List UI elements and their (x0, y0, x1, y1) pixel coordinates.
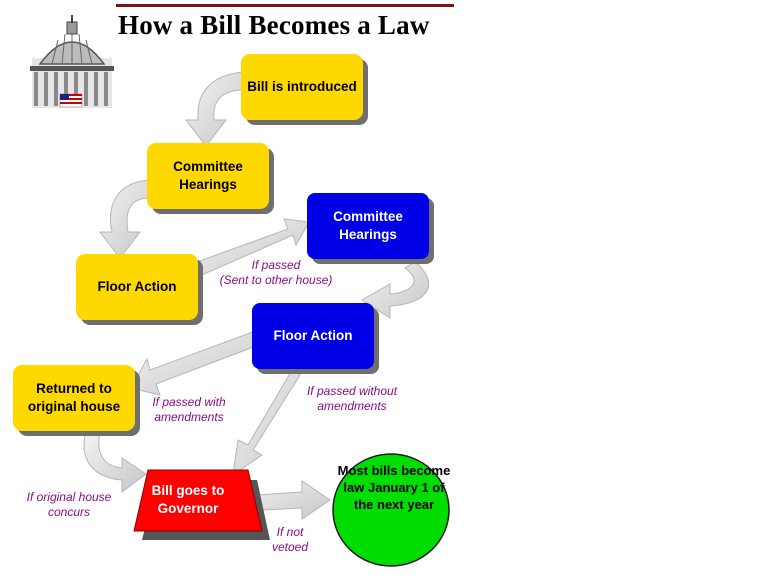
governor-shape (133, 469, 270, 540)
step-committee-hearings-1: Committee Hearings (147, 143, 269, 209)
step-returned-original-house: Returned to original house (13, 365, 135, 431)
step-bill-to-governor: Bill goes to Governor (151, 483, 225, 516)
step-floor-action-1: Floor Action (76, 254, 198, 320)
arrow-floor2-to-governor (232, 369, 301, 477)
title-rule (116, 4, 454, 7)
step-becomes-law: Most bills become law January 1 of the n… (337, 463, 451, 512)
arrow-committee2-to-floor2 (361, 261, 430, 319)
page-title: How a Bill Becomes a Law (118, 10, 430, 40)
capitol-dome-icon (30, 15, 114, 108)
arrow-introduced-to-committee (184, 71, 246, 147)
step-floor-action-2: Floor Action (252, 303, 374, 369)
arrow-returned-to-governor (83, 431, 147, 493)
arrow-floor2-to-returned (130, 329, 265, 396)
arrow-floor-to-other-house (196, 218, 310, 276)
arrow-committee-to-floor (98, 179, 151, 259)
law-circle-shape (332, 453, 450, 567)
step-committee-hearings-2: Committee Hearings (307, 193, 429, 259)
note-if-passed: If passed(Sent to other house) (219, 258, 333, 287)
american-flag-icon (59, 93, 83, 108)
step-bill-introduced: Bill is introduced (241, 54, 363, 120)
